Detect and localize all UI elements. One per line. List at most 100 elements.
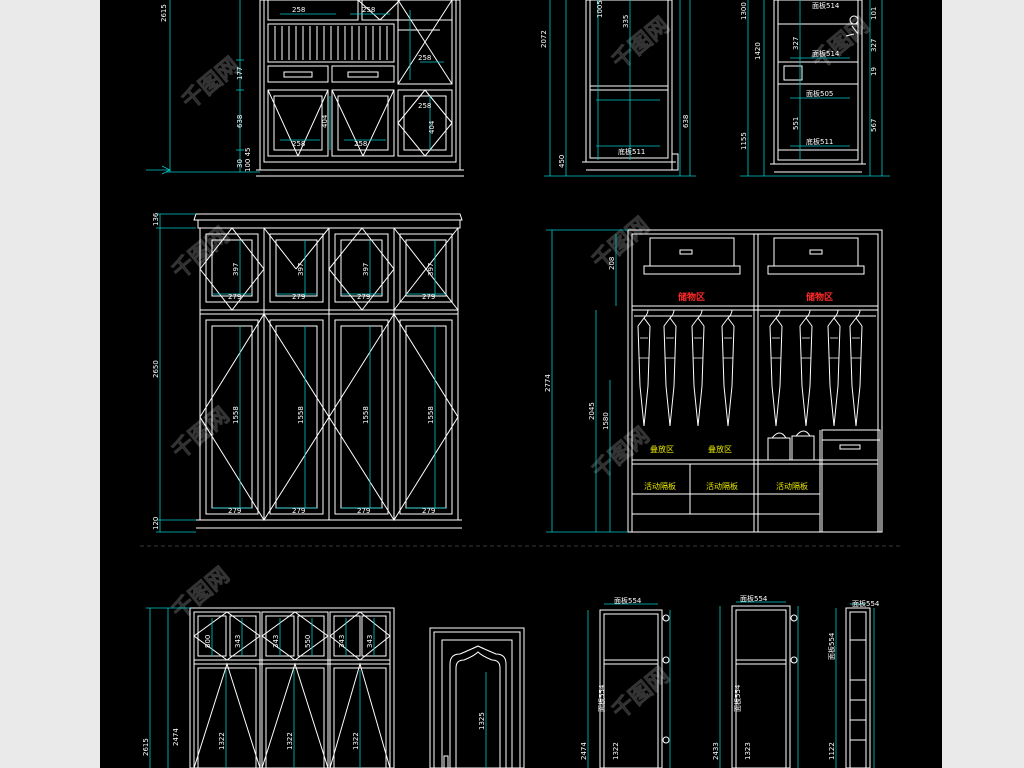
dim-label: 2774 [544, 374, 552, 392]
bottom-left-elevation: 2615 2474 800 343 343 550 343 343 1322 1… [142, 607, 395, 768]
cad-drawing: 千图网 千图网 千图网 千图网 千图网 千图网 千图网 千图网 千图网 [140, 0, 900, 768]
dim-label: 面板554 [733, 684, 742, 712]
dim-label: 136 [152, 212, 160, 226]
dim-label: 1323 [744, 742, 752, 760]
dim-label: 1322 [612, 742, 620, 760]
dim-label: 208 [608, 257, 616, 270]
dim-label: 面板554 [827, 632, 836, 660]
dim-label: 343 [234, 635, 242, 648]
watermark: 千图网 [808, 13, 875, 75]
top-middle-section: 2072 1005 335 638 450 底板511 [540, 0, 696, 177]
dim-label: 335 [622, 15, 630, 28]
dim-label: 327 [870, 39, 878, 52]
shelf-label: 活动隔板 [706, 481, 738, 491]
dim-label: 面板505 [806, 89, 833, 98]
dim-label: 343 [366, 635, 374, 648]
dim-label: 1122 [828, 742, 836, 760]
dim-label: 面板514 [812, 1, 840, 10]
fold-area-label: 叠放区 [708, 444, 732, 454]
dim-label: 404 [321, 114, 329, 128]
watermark: 千图网 [608, 663, 675, 725]
dim-label: 279 [292, 507, 305, 515]
dim-label: 1300 [740, 2, 748, 20]
dim-label: 2072 [540, 30, 548, 48]
dim-label: 397 [297, 263, 305, 276]
shelf-label: 活动隔板 [776, 481, 808, 491]
dim-label: 258 [354, 140, 367, 148]
dim-label: 120 [152, 517, 160, 530]
dim-label: 404 [428, 120, 436, 134]
dim-label: 30 [236, 159, 244, 168]
dim-label: 1558 [297, 406, 305, 424]
dim-label: 面板554 [740, 594, 768, 603]
dim-label: 2433 [712, 742, 720, 760]
dim-label: 2474 [172, 728, 180, 746]
watermark: 千图网 [168, 223, 235, 285]
watermark: 千图网 [178, 53, 245, 115]
dim-label: 279 [292, 293, 305, 301]
dim-label: 327 [792, 37, 800, 50]
dim-label: 567 [870, 119, 878, 132]
dim-label: 2474 [580, 742, 588, 760]
dim-label: 800 [204, 635, 212, 648]
cad-drawing-sheet: 千图网 千图网 千图网 千图网 千图网 千图网 千图网 千图网 千图网 [100, 0, 942, 768]
dim-label: 450 [558, 155, 566, 168]
dim-label: 279 [422, 507, 435, 515]
dim-label: 258 [362, 6, 375, 14]
top-right-section: 面板514 327 面板514 1420 面板505 551 底板511 130… [740, 0, 890, 177]
dim-label: 1558 [427, 406, 435, 424]
dim-label: 279 [228, 507, 241, 515]
dim-label: 1322 [352, 732, 360, 750]
wardrobe-interior: 2774 2045 1580 208 储物区 储物区 叠放区 叠放区 活动隔板 … [544, 229, 883, 533]
storage-area-label: 储物区 [678, 291, 705, 303]
dim-label: 550 [304, 635, 312, 648]
watermark: 千图网 [588, 423, 655, 485]
dim-label: 638 [236, 115, 244, 128]
watermark: 千图网 [168, 403, 235, 465]
dim-label: 258 [418, 102, 431, 110]
dim-label: 1005 [596, 0, 604, 18]
dim-label: 2045 [588, 402, 596, 420]
dim-label: 面板514 [812, 49, 840, 58]
dim-label: 279 [228, 293, 241, 301]
dim-label: 1155 [740, 132, 748, 150]
dim-label: 638 [682, 115, 690, 128]
dim-label: 1580 [602, 412, 610, 430]
dim-label: 底板511 [806, 137, 833, 146]
dim-label: 1325 [478, 712, 486, 730]
door-elevation: 1325 [429, 627, 525, 768]
top-left-elevation: 2615 177 638 30 100 45 258 258 258 258 4… [146, 0, 464, 177]
dim-label: 343 [272, 635, 280, 648]
fold-area-label: 叠放区 [650, 444, 674, 454]
bottom-right-sections: 面板554 面板554 2474 2433 面板554 面板554 1322 面… [580, 594, 880, 768]
dim-label: 底板511 [618, 147, 645, 156]
dim-label: 100 45 [244, 148, 252, 173]
dim-label: 19 [870, 67, 878, 76]
dim-label: 177 [236, 67, 244, 80]
dim-label: 101 [870, 7, 878, 20]
dim-label: 2615 [142, 738, 150, 756]
dim-label: 397 [362, 263, 370, 276]
watermark: 千图网 [168, 563, 235, 625]
dim-label: 面板554 [852, 599, 880, 608]
dim-label: 397 [427, 263, 435, 276]
watermark: 千图网 [608, 13, 675, 75]
dim-label: 279 [357, 293, 370, 301]
dim-label: 面板554 [614, 596, 642, 605]
dim-label: 279 [422, 293, 435, 301]
watermark: 千图网 [588, 213, 655, 275]
dim-label: 1558 [362, 406, 370, 424]
dim-label: 1558 [232, 406, 240, 424]
dim-label: 面板554 [597, 684, 606, 712]
dim-label: 279 [357, 507, 370, 515]
storage-area-label: 储物区 [806, 291, 833, 303]
hanging-clothes [637, 309, 863, 427]
dim-label: 258 [418, 54, 431, 62]
dim-label: 397 [232, 263, 240, 276]
dim-label: 1322 [218, 732, 226, 750]
dim-label: 551 [792, 117, 800, 130]
shelf-label: 活动隔板 [644, 481, 676, 491]
dim-label: 258 [292, 140, 305, 148]
dim-label: 258 [292, 6, 305, 14]
dim-label: 343 [338, 635, 346, 648]
